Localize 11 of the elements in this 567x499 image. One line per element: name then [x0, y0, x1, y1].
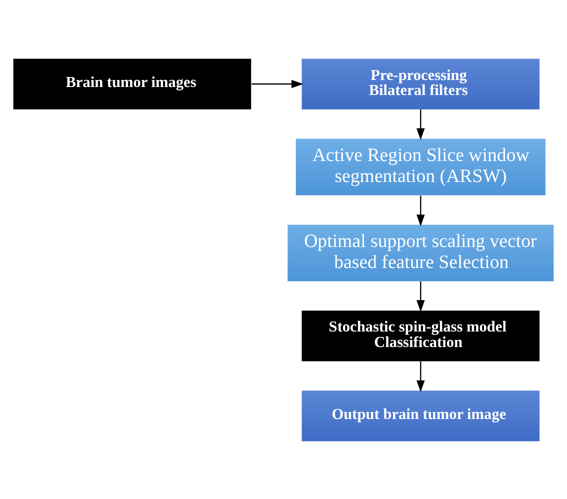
node-box: Brain tumor images	[13, 58, 252, 109]
node-box: Stochastic spin-glass model Classification	[302, 310, 540, 361]
arrow	[416, 108, 425, 140]
node-box: Active Region Slice window segmentation (ARSW)	[296, 138, 546, 195]
node-box: Optimal support scaling vector based feature Selection	[288, 224, 554, 281]
node-box: Output brain tumor image	[302, 390, 540, 441]
arrow	[416, 195, 425, 226]
arrow	[252, 79, 304, 88]
arrow	[416, 280, 425, 312]
arrow	[416, 360, 425, 392]
node-box: Pre-processing Bilateral filters	[302, 58, 540, 109]
